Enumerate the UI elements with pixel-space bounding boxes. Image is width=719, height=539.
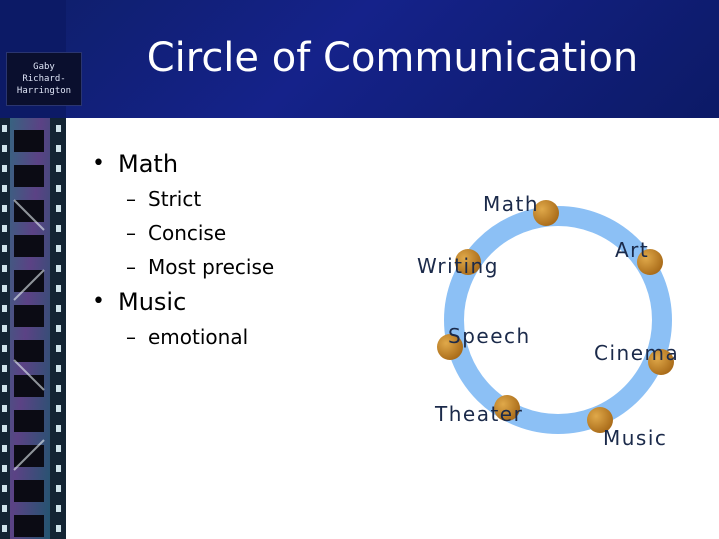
- node-label-math: Math: [483, 192, 539, 216]
- node-dot-theater: [494, 395, 520, 421]
- node-label-writing: Writing: [417, 254, 499, 278]
- bullet-list: Math Strict Concise Most precise Music e…: [92, 146, 412, 354]
- author-line-1: Gaby: [33, 62, 55, 72]
- node-dot-art: [637, 249, 663, 275]
- node-dot-math: [533, 200, 559, 226]
- title-banner: [66, 0, 719, 118]
- node-dot-writing: [455, 249, 481, 275]
- node-label-speech: Speech: [448, 324, 531, 348]
- node-dot-cinema: [648, 349, 674, 375]
- author-badge: Gaby Richard- Harrington: [6, 52, 82, 106]
- node-label-music: Music: [603, 426, 667, 450]
- bullet-math: Math: [92, 146, 412, 182]
- node-dot-speech: [437, 334, 463, 360]
- node-label-cinema: Cinema: [594, 341, 679, 365]
- slide-title: Circle of Communication: [146, 35, 639, 81]
- author-line-3: Harrington: [16, 86, 72, 96]
- circle-diagram-svg: Math Art Writing Speech Cinema Theater M…: [417, 192, 679, 450]
- sub-bullet-strict: Strict: [92, 182, 412, 216]
- sub-bullet-most-precise: Most precise: [92, 250, 412, 284]
- sub-bullet-concise: Concise: [92, 216, 412, 250]
- node-label-theater: Theater: [434, 402, 523, 426]
- bullet-music: Music: [92, 284, 412, 320]
- communication-circle-diagram: Math Art Writing Speech Cinema Theater M…: [400, 180, 719, 470]
- node-label-art: Art: [615, 238, 649, 262]
- node-dots: [437, 200, 674, 433]
- author-line-2: Richard-: [22, 74, 66, 84]
- sub-bullet-emotional: emotional: [92, 320, 412, 354]
- node-dot-music: [587, 407, 613, 433]
